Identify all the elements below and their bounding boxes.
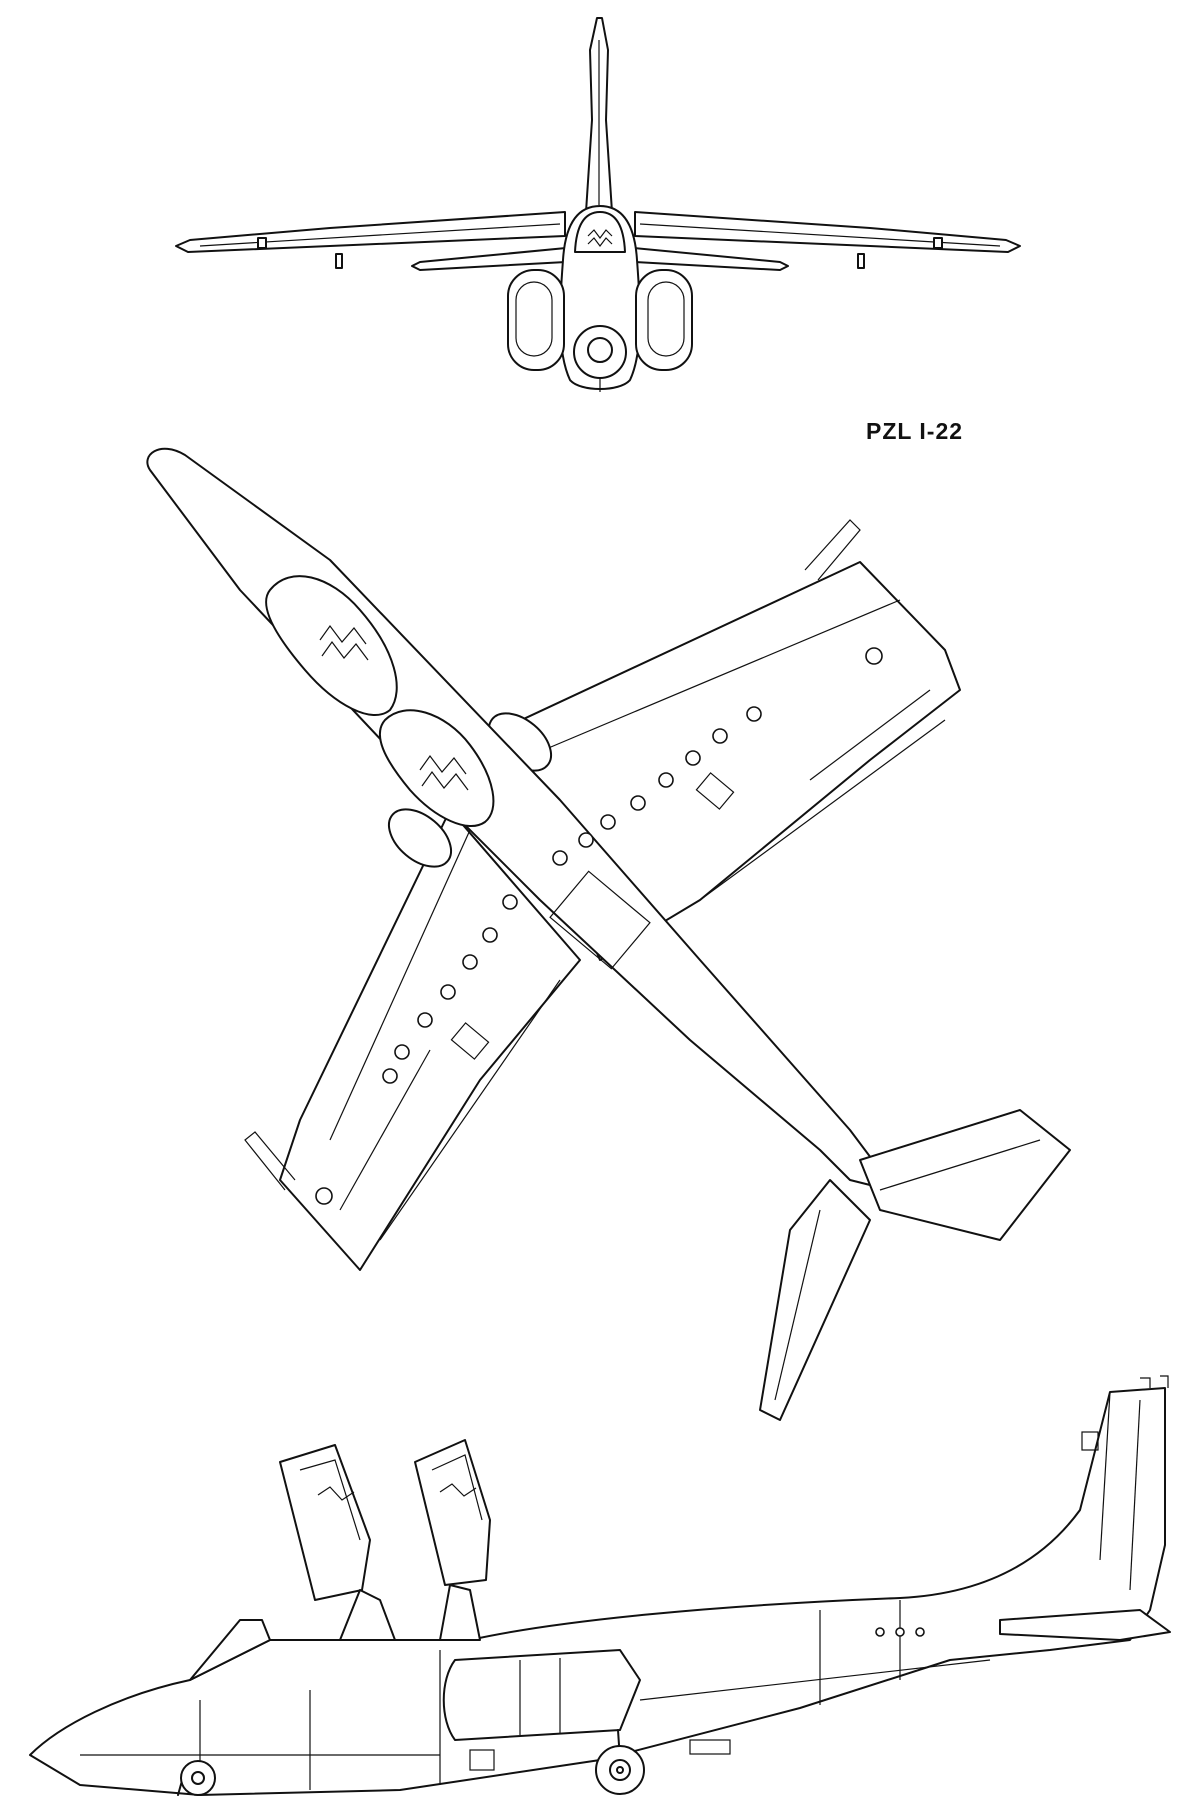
side-windscreen bbox=[189, 1619, 271, 1681]
plan-circle bbox=[865, 647, 883, 665]
plan-circle bbox=[552, 850, 568, 866]
plan-circle bbox=[658, 772, 674, 788]
side-tailplane bbox=[999, 1609, 1171, 1641]
side-nose-gear bbox=[177, 1760, 216, 1796]
plan-circle bbox=[578, 832, 594, 848]
plan-circle bbox=[600, 814, 616, 830]
front-right-wing bbox=[634, 211, 1021, 253]
plan-wing-circles bbox=[315, 647, 883, 1205]
plan-view bbox=[146, 447, 1071, 1421]
plan-circle bbox=[315, 1187, 333, 1205]
side-main-gear bbox=[595, 1729, 645, 1795]
plan-rear-canopy bbox=[378, 709, 495, 827]
plan-circle bbox=[440, 984, 456, 1000]
plan-circle bbox=[685, 750, 701, 766]
plan-circle bbox=[502, 894, 518, 910]
plan-circle bbox=[630, 795, 646, 811]
side-engine-nacelle bbox=[442, 1649, 641, 1741]
side-rear-canopy-open bbox=[414, 1439, 491, 1586]
front-left-tailplane bbox=[411, 247, 567, 271]
side-front-canopy-open bbox=[279, 1444, 371, 1601]
plan-circle bbox=[462, 954, 478, 970]
plan-circle bbox=[482, 927, 498, 943]
plan-circle bbox=[394, 1044, 410, 1060]
front-view bbox=[175, 17, 1021, 392]
plan-upper-tailplane bbox=[859, 1109, 1071, 1241]
side-fuselage bbox=[29, 1387, 1166, 1796]
front-left-wing bbox=[175, 211, 566, 253]
side-view bbox=[29, 1375, 1171, 1796]
front-right-tailplane bbox=[633, 247, 789, 271]
plan-lower-nacelle bbox=[388, 808, 452, 868]
drawing-title: PZL I-22 bbox=[866, 418, 964, 444]
front-canopy bbox=[574, 211, 626, 253]
plan-circle bbox=[712, 728, 728, 744]
plan-front-canopy bbox=[265, 575, 398, 716]
plan-circle bbox=[417, 1012, 433, 1028]
plan-lower-tailplane bbox=[759, 1179, 871, 1421]
plan-circle bbox=[382, 1068, 398, 1084]
plan-circle bbox=[746, 706, 762, 722]
plan-lower-wing bbox=[279, 809, 581, 1271]
